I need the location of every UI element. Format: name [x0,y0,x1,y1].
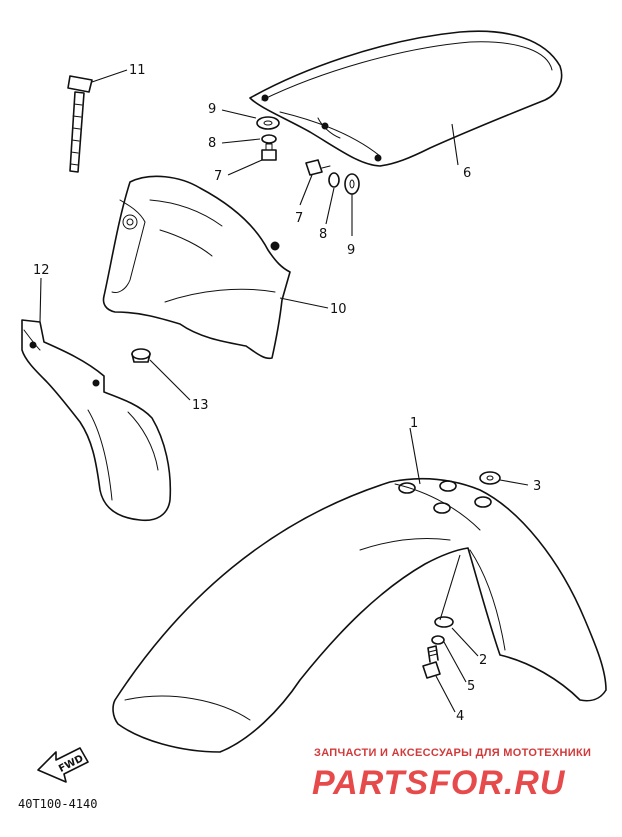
callout-6: 6 [463,166,471,181]
lock-washer-part-8-right [328,172,340,188]
bolt-part-7-right [305,159,331,176]
mud-guard-part-12 [21,319,172,522]
callout-9-left: 9 [208,102,216,117]
lock-washer-part-5 [431,635,445,645]
grommet-part-3 [479,471,501,485]
callout-9-right: 9 [347,243,355,258]
callout-1: 1 [410,416,418,431]
watermark-tagline: ЗАПЧАСТИ И АКСЕССУАРЫ ДЛЯ МОТОТЕХНИКИ [314,747,591,759]
bolt-part-4 [422,645,441,679]
callout-7-left: 7 [214,169,222,184]
rear-fender-part-6 [249,30,563,167]
fwd-label: FWD [57,753,85,775]
washer-part-9-right [344,173,360,195]
callout-13: 13 [192,398,209,413]
front-fender-part-1 [112,477,607,753]
callout-12: 12 [33,263,50,278]
callout-7-right: 7 [295,211,303,226]
bolt-part-13 [131,348,151,363]
drawing-code: 40T100-4140 [18,797,97,811]
side-cover-part-10 [102,175,291,360]
leader-lines [39,69,529,713]
callout-4: 4 [456,709,464,724]
callout-8-right: 8 [319,227,327,242]
callout-8-left: 8 [208,136,216,151]
watermark-logo: PARTSFOR.RU [312,764,566,802]
lock-washer-part-8-left [261,134,277,144]
washer-part-9-left [256,116,280,130]
forward-arrow-icon: FWD [37,747,89,783]
callout-5: 5 [467,679,475,694]
washer-part-2 [434,616,454,628]
callout-10: 10 [330,302,347,317]
callout-11: 11 [129,63,146,78]
cable-tie-part-11 [67,75,93,173]
callout-3: 3 [533,479,541,494]
callout-2: 2 [479,653,487,668]
bolt-part-7-left [261,143,277,161]
